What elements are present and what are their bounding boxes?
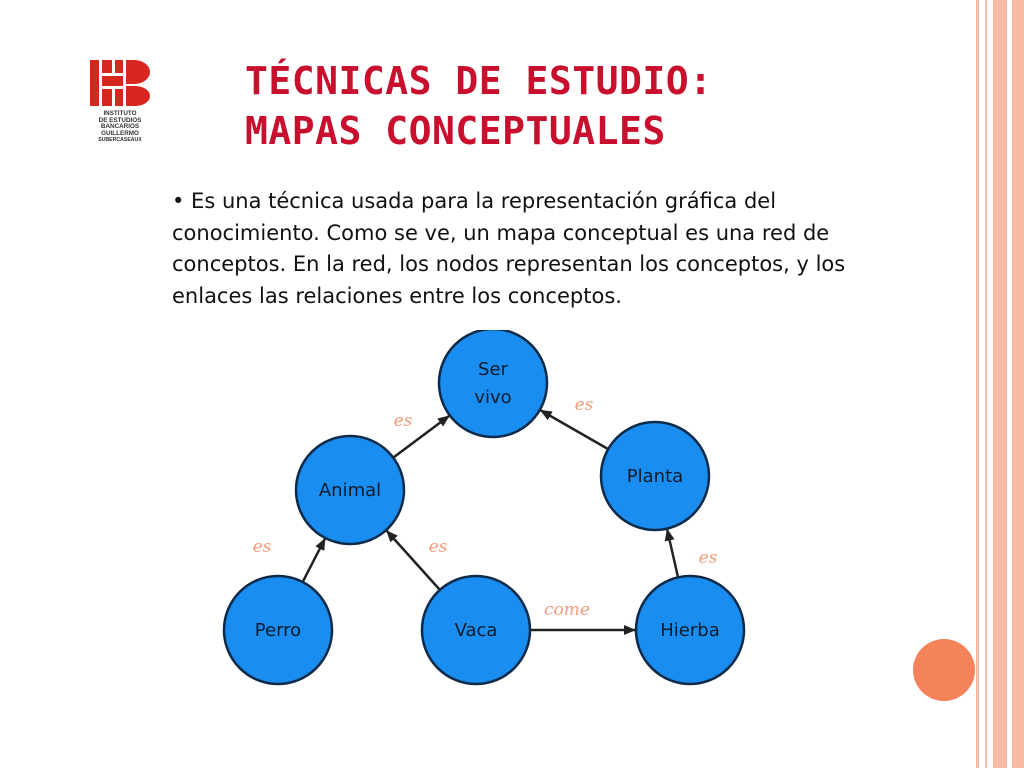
edge-labels-layer: es es es es es come: [253, 395, 718, 620]
edge-perro-to-animal: [301, 538, 326, 583]
node-label: Planta: [627, 466, 683, 487]
node-circle: [420, 574, 532, 686]
edge-label: come: [544, 600, 590, 620]
title-line-2: MAPAS CONCEPTUALES: [245, 109, 666, 153]
node-circle: [222, 574, 334, 686]
node-ser-vivo: Ser vivo: [437, 330, 549, 439]
institute-logo-icon: [90, 60, 150, 106]
edge-label: es: [575, 395, 594, 415]
edge-planta-to-ser-vivo: [539, 409, 609, 451]
decor-rail-1: [976, 0, 979, 768]
edges-layer: [301, 409, 680, 635]
node-label: Hierba: [660, 620, 719, 641]
node-label: Animal: [319, 480, 381, 501]
node-label: vivo: [474, 387, 511, 408]
edge-label: es: [699, 548, 718, 568]
node-hierba: Hierba: [634, 574, 746, 686]
decor-circle: [913, 639, 975, 701]
edge-animal-to-ser-vivo: [392, 414, 450, 459]
node-circle: [634, 574, 746, 686]
edge-hierba-to-planta: [664, 528, 680, 578]
page-title: TÉCNICAS DE ESTUDIO: MAPAS CONCEPTUALES: [245, 56, 885, 156]
decor-rail-2: [985, 0, 987, 768]
node-label: Ser: [478, 359, 509, 380]
title-line-1: TÉCNICAS DE ESTUDIO:: [245, 59, 713, 103]
node-animal: Animal: [294, 434, 406, 546]
logo-line: INSTITUTO: [103, 110, 137, 117]
node-perro: Perro: [222, 574, 334, 686]
logo-text: INSTITUTO DE ESTUDIOS BANCARIOS GUILLERM…: [88, 110, 152, 144]
edge-label: es: [429, 537, 448, 557]
logo-line: BANCARIOS: [100, 123, 140, 131]
decor-rail-4: [1012, 0, 1024, 768]
node-circle: [437, 330, 549, 439]
edge-label: es: [253, 537, 272, 557]
logo-line: SUBERCASEAUX: [98, 137, 142, 144]
node-planta: Planta: [599, 420, 711, 532]
logo-line: DE ESTUDIOS: [98, 116, 142, 124]
node-circle: [599, 420, 711, 532]
decor-rail-3: [993, 0, 1007, 768]
bullet-paragraph: • Es una técnica usada para la represent…: [172, 189, 846, 308]
edge-vaca-to-animal: [385, 530, 441, 591]
node-label: Perro: [255, 620, 301, 641]
node-vaca: Vaca: [420, 574, 532, 686]
node-circle: [294, 434, 406, 546]
node-label: Vaca: [455, 620, 498, 641]
edge-label: es: [394, 411, 413, 431]
logo-line: GUILLERMO: [101, 129, 139, 137]
